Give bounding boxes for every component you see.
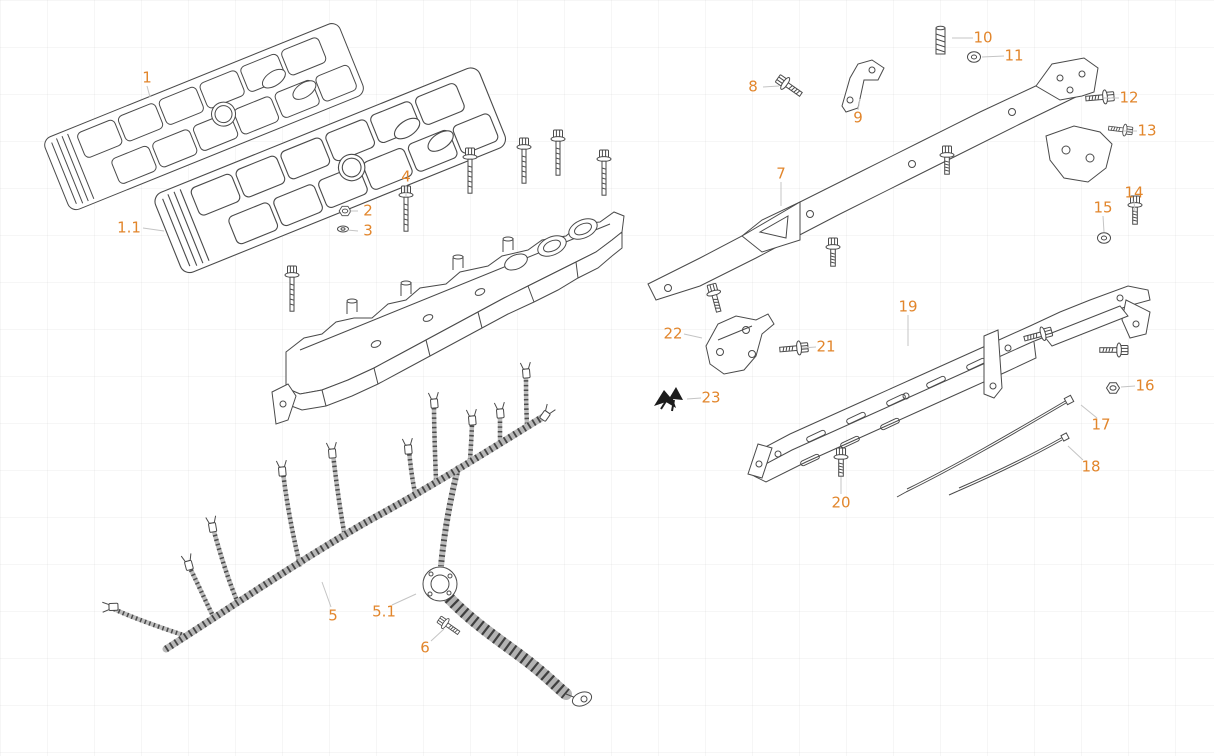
- callout-23: 23: [701, 388, 721, 407]
- part-cable-tie-17: [896, 394, 1075, 498]
- callout-9: 9: [853, 108, 863, 127]
- callout-16: 16: [1135, 376, 1155, 395]
- part-bracket-19: [747, 285, 1151, 483]
- callout-22: 22: [663, 324, 683, 343]
- callout-14: 14: [1124, 183, 1144, 202]
- part-bolt-21: [778, 339, 810, 358]
- callout-19: 19: [898, 297, 918, 316]
- part-washer-3: [337, 225, 349, 233]
- callout-5-1: 5.1: [372, 602, 396, 621]
- part-bolt-13: [1107, 121, 1134, 138]
- part-washer-15: [1097, 232, 1111, 244]
- part-clip-23: [654, 387, 683, 412]
- callout-10: 10: [973, 28, 993, 47]
- callout-15: 15: [1093, 198, 1113, 217]
- part-washer-11: [967, 51, 981, 63]
- part-connector-5-1: [422, 566, 593, 707]
- part-cable-tie-18: [948, 432, 1070, 496]
- callout-2: 2: [363, 201, 373, 220]
- part-intake-manifold: [271, 211, 625, 425]
- callout-18: 18: [1081, 457, 1101, 476]
- part-bolt-20: [833, 447, 849, 477]
- callout-5: 5: [328, 606, 338, 625]
- callout-7: 7: [776, 164, 786, 183]
- callout-21: 21: [816, 337, 836, 356]
- callout-1-1: 1.1: [117, 218, 141, 237]
- part-stud-10: [935, 25, 946, 55]
- callout-1: 1: [142, 68, 152, 87]
- callout-6: 6: [420, 638, 430, 657]
- callout-4: 4: [401, 167, 411, 186]
- callout-12: 12: [1119, 88, 1139, 107]
- part-bracket-7: [647, 57, 1113, 301]
- callout-17: 17: [1091, 415, 1111, 434]
- callout-3: 3: [363, 221, 373, 240]
- part-bracket-9: [841, 59, 885, 113]
- callout-13: 13: [1137, 121, 1157, 140]
- callout-11: 11: [1004, 46, 1024, 65]
- part-bracket-22: [705, 313, 775, 375]
- leader-lines: [142, 37, 1137, 642]
- part-bolt-6: [435, 613, 463, 639]
- part-nut-16: [1106, 382, 1120, 394]
- callout-8: 8: [748, 77, 758, 96]
- callout-20: 20: [831, 493, 851, 512]
